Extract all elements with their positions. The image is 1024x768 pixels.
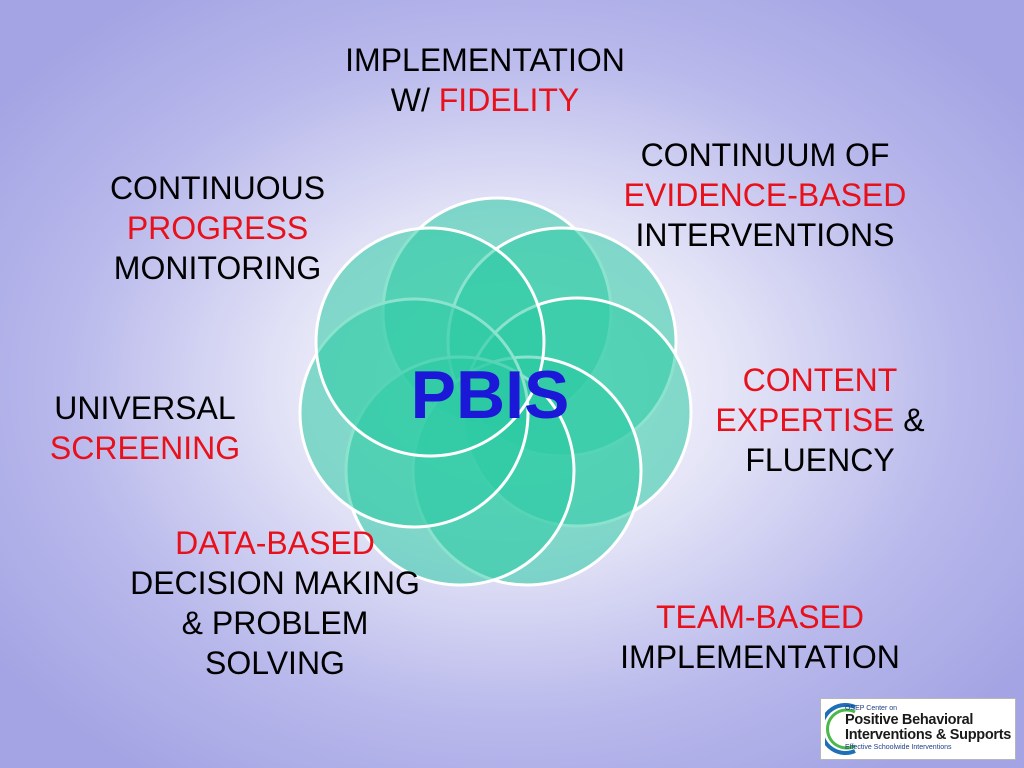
implementation-line1: IMPLEMENTATION [345, 42, 625, 78]
progress-line1: CONTINUOUS [109, 170, 326, 206]
petal-upper-left [314, 226, 546, 458]
pbis-logo: OSEP Center on Positive Behavioral Inter… [820, 698, 1016, 760]
team-line2: IMPLEMENTATION [620, 639, 900, 675]
logo-line1: Positive Behavioral [845, 712, 974, 728]
implementation-line2-prefix: W/ [390, 82, 439, 118]
data-based-line2: DECISION MAKING [130, 565, 420, 601]
progress-line2-highlight: PROGRESS [126, 210, 309, 246]
logo-tagline: Effective Schoolwide Interventions [845, 744, 952, 751]
center-label: PBIS [410, 357, 570, 433]
label-team-based: TEAM-BASED IMPLEMENTATION [560, 597, 960, 677]
label-continuum-interventions: CONTINUUM OF EVIDENCE-BASED INTERVENTION… [560, 135, 970, 255]
team-line1-highlight: TEAM-BASED [655, 599, 865, 635]
progress-line3: MONITORING [113, 250, 322, 286]
data-based-line4: SOLVING [205, 645, 345, 681]
universal-line1: UNIVERSAL [54, 390, 236, 426]
universal-line2-highlight: SCREENING [49, 430, 241, 466]
continuum-line3: INTERVENTIONS [635, 217, 895, 253]
continuum-line2-highlight: EVIDENCE-BASED [623, 177, 907, 213]
label-content-expertise: CONTENT EXPERTISE & FLUENCY [660, 360, 980, 480]
logo-arc-icon [825, 703, 856, 755]
logo-text: OSEP Center on Positive Behavioral Inter… [845, 705, 1015, 752]
label-universal-screening: UNIVERSAL SCREENING [10, 388, 280, 468]
data-based-line3: & PROBLEM [181, 605, 369, 641]
content-line2-highlight: EXPERTISE [715, 402, 895, 438]
label-continuous-progress: CONTINUOUS PROGRESS MONITORING [60, 168, 375, 288]
logo-line2: Interventions & Supports [845, 727, 1012, 743]
content-line1-highlight: CONTENT [742, 362, 898, 398]
data-based-line1-highlight: DATA-BASED [175, 525, 375, 561]
label-data-based-decision: DATA-BASED DECISION MAKING & PROBLEM SOL… [60, 523, 490, 683]
implementation-line2-highlight: FIDELITY [438, 82, 580, 118]
label-implementation-fidelity: IMPLEMENTATION W/ FIDELITY [260, 40, 710, 120]
continuum-line1: CONTINUUM OF [640, 137, 890, 173]
logo-small-text: OSEP Center on [845, 705, 898, 712]
content-line2-suffix: & [894, 402, 925, 438]
content-line3: FLUENCY [745, 442, 895, 478]
